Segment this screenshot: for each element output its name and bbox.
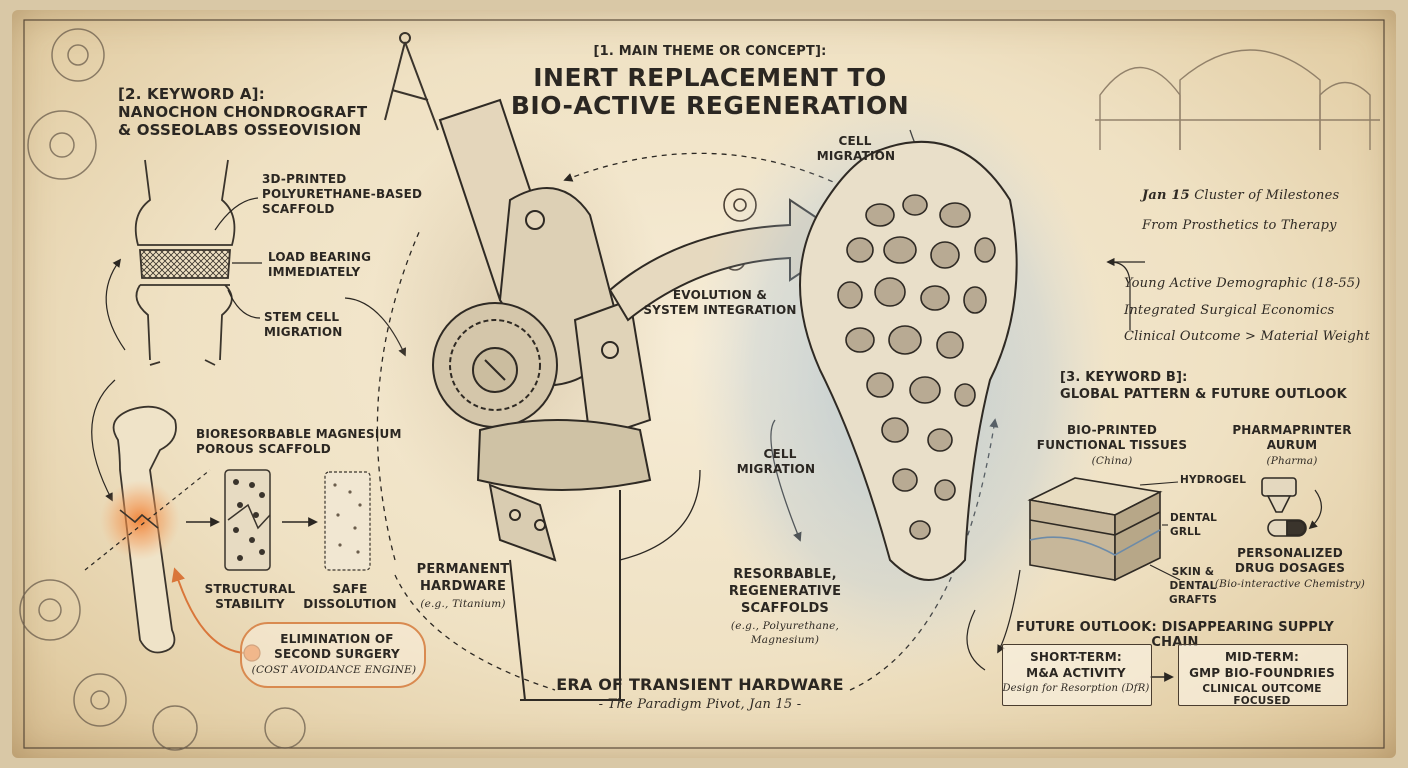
pill-capsule-icon xyxy=(1268,520,1306,536)
stem-cell-line1: STEM CELL xyxy=(264,310,384,324)
era-title: ERA OF TRANSIENT HARDWARE xyxy=(540,676,860,695)
milestones-date: Jan 15 xyxy=(1142,188,1190,203)
magnesium-scaffold-line2: POROUS SCAFFOLD xyxy=(196,442,416,456)
era-subtitle: - The Paradigm Pivot, Jan 15 - xyxy=(540,697,860,712)
structural-stability-line2: STABILITY xyxy=(200,597,300,611)
bio-printed-note: (China) xyxy=(1032,455,1192,467)
keyword-a-label: [2. KEYWORD A]: xyxy=(118,86,378,104)
evolution-label-line1: EVOLUTION & xyxy=(640,288,800,302)
pharmaprinter-dispenser-icon xyxy=(1262,478,1296,512)
resorbable-line1: RESORBABLE, xyxy=(710,567,860,582)
personalized-note: (Bio-interactive Chemistry) xyxy=(1200,578,1380,590)
milestones-line4: Integrated Surgical Economics xyxy=(1124,303,1384,318)
milestones-cluster-text: Cluster of Milestones xyxy=(1194,188,1339,203)
short-term-line1: M&A ACTIVITY xyxy=(1002,666,1150,680)
bio-printed-line1: BIO-PRINTED xyxy=(1032,423,1192,437)
magnesium-scaffold-intact xyxy=(225,470,270,570)
structural-stability-line1: STRUCTURAL xyxy=(200,582,300,596)
mid-term-line2: CLINICAL OUTCOME FOCUSED xyxy=(1178,683,1346,708)
milestones-line2: From Prosthetics to Therapy xyxy=(1142,218,1382,233)
scaffold-callout-line1: 3D-PRINTED xyxy=(262,172,442,186)
knee-joint-sketch xyxy=(136,160,235,365)
magnesium-scaffold-line1: BIORESORBABLE MAGNESIUM xyxy=(196,427,416,441)
cell-migration-top-line2: MIGRATION xyxy=(806,149,906,163)
pharmaprinter-note: (Pharma) xyxy=(1222,455,1362,467)
main-theme-title-line2: BIO-ACTIVE REGENERATION xyxy=(500,92,920,120)
load-bearing-line2: IMMEDIATELY xyxy=(268,265,408,279)
main-theme-label: [1. MAIN THEME OR CONCEPT]: xyxy=(560,44,860,59)
resorbable-note-line2: Magnesium) xyxy=(710,634,860,646)
elimination-line2: SECOND SURGERY xyxy=(262,647,412,661)
keyword-a-line2: & OSSEOLABS OSSEOVISION xyxy=(118,122,378,140)
scaffold-callout-line3: SCAFFOLD xyxy=(262,202,442,216)
milestones-line5: Clinical Outcome > Material Weight xyxy=(1124,329,1384,344)
milestones-cluster: Jan 15 Cluster of Milestones xyxy=(1142,188,1382,203)
dental-label-line1: DENTAL xyxy=(1170,512,1230,524)
evolution-label-line2: SYSTEM INTEGRATION xyxy=(640,303,800,317)
safe-dissolution-line1: SAFE xyxy=(300,582,400,596)
compass-icon xyxy=(385,33,438,130)
cell-migration-mid-line1: CELL xyxy=(750,447,810,461)
safe-dissolution-line2: DISSOLUTION xyxy=(300,597,400,611)
keyword-b-label: [3. KEYWORD B]: xyxy=(1060,370,1370,385)
personalized-line1: PERSONALIZED xyxy=(1210,546,1370,560)
milestones-line3: Young Active Demographic (18-55) xyxy=(1124,276,1384,291)
keyword-a-line1: NANOCHON CHONDROGRAFT xyxy=(118,104,378,122)
permanent-hardware-note: (e.g., Titanium) xyxy=(408,598,518,610)
load-bearing-line1: LOAD BEARING xyxy=(268,250,408,264)
resorbable-line3: SCAFFOLDS xyxy=(710,601,860,616)
permanent-hardware-line2: HARDWARE xyxy=(408,579,518,594)
resorbable-line2: REGENERATIVE xyxy=(710,584,860,599)
elimination-line1: ELIMINATION OF xyxy=(262,632,412,646)
personalized-line2: DRUG DOSAGES xyxy=(1210,561,1370,575)
arches-sketch xyxy=(1095,50,1380,150)
keyword-b-line1: GLOBAL PATTERN & FUTURE OUTLOOK xyxy=(1060,387,1370,402)
elimination-note: (COST AVOIDANCE ENGINE) xyxy=(250,664,418,676)
dental-label-line2: GRLL xyxy=(1170,526,1230,538)
short-term-line2: Design for Resorption (DfR) xyxy=(1002,683,1150,695)
bio-printed-line2: FUNCTIONAL TISSUES xyxy=(1032,438,1192,452)
mid-term-line1: GMP BIO-FOUNDRIES xyxy=(1178,666,1346,680)
magnesium-scaffold-dissolving xyxy=(325,472,370,570)
cell-migration-mid-line2: MIGRATION xyxy=(726,462,826,476)
main-theme-title-line1: INERT REPLACEMENT TO xyxy=(500,64,920,92)
scaffold-callout-line2: POLYURETHANE-BASED xyxy=(262,187,442,201)
short-term-label: SHORT-TERM: xyxy=(1002,650,1150,664)
pharmaprinter-line2: AURUM xyxy=(1222,438,1362,452)
cell-migration-top-line1: CELL xyxy=(820,134,890,148)
stem-cell-line2: MIGRATION xyxy=(264,325,384,339)
permanent-hardware-line1: PERMANENT xyxy=(408,562,518,577)
skin-grafts-line3: GRAFTS xyxy=(1168,594,1218,606)
pharmaprinter-line1: PHARMAPRINTER xyxy=(1222,423,1362,437)
mid-term-label: MID-TERM: xyxy=(1178,650,1346,664)
bioprinted-tissue-block xyxy=(1030,478,1160,580)
resorbable-note-line1: (e.g., Polyurethane, xyxy=(710,620,860,632)
hydrogel-label: HYDROGEL xyxy=(1180,474,1260,486)
